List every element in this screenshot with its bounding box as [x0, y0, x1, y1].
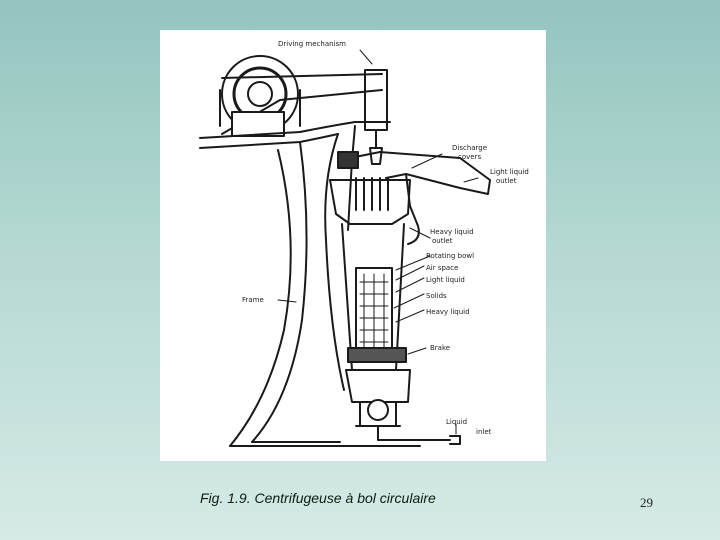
brake	[347, 347, 407, 363]
label-light-liquid: Light liquid	[426, 276, 465, 284]
label-solids: Solids	[426, 292, 447, 300]
bowl-head	[329, 179, 411, 225]
label-frame: Frame	[242, 296, 264, 304]
frame-left-leg	[251, 141, 308, 443]
label-driving-mechanism: Driving mechanism	[278, 40, 346, 48]
inlet-pipe	[377, 425, 461, 445]
label-liquid-inlet-1: Liquid	[446, 418, 467, 426]
label-air-space: Air space	[426, 264, 458, 272]
drive-belt-top	[221, 73, 383, 79]
label-discharge-covers-1: Discharge	[452, 144, 487, 152]
frame-column	[324, 133, 345, 391]
label-brake: Brake	[430, 344, 450, 352]
figure-caption: Fig. 1.9. Centrifugeuse à bol circulaire	[200, 490, 436, 506]
discharge-spout	[339, 151, 491, 195]
label-liquid-inlet-2: inlet	[476, 428, 492, 436]
frame-top	[199, 121, 391, 139]
rotating-bowl	[341, 223, 405, 371]
slide-number: 29	[640, 495, 653, 510]
label-discharge-covers-2: covers	[458, 153, 481, 161]
lower-housing	[345, 369, 411, 403]
label-light-liquid-outlet-2: outlet	[496, 177, 517, 185]
label-light-liquid-outlet-1: Light liquid	[490, 168, 529, 176]
label-rotating-bowl: Rotating bowl	[426, 252, 474, 260]
label-heavy-liquid-outlet-1: Heavy liquid	[430, 228, 474, 236]
frame-base	[229, 441, 421, 447]
centrifuge-figure: Driving mechanism Discharge covers Light…	[160, 30, 546, 461]
centrifuge-diagram: Driving mechanism Discharge covers Light…	[199, 40, 529, 447]
label-heavy-liquid: Heavy liquid	[426, 308, 470, 316]
label-heavy-liquid-outlet-2: outlet	[432, 237, 453, 245]
